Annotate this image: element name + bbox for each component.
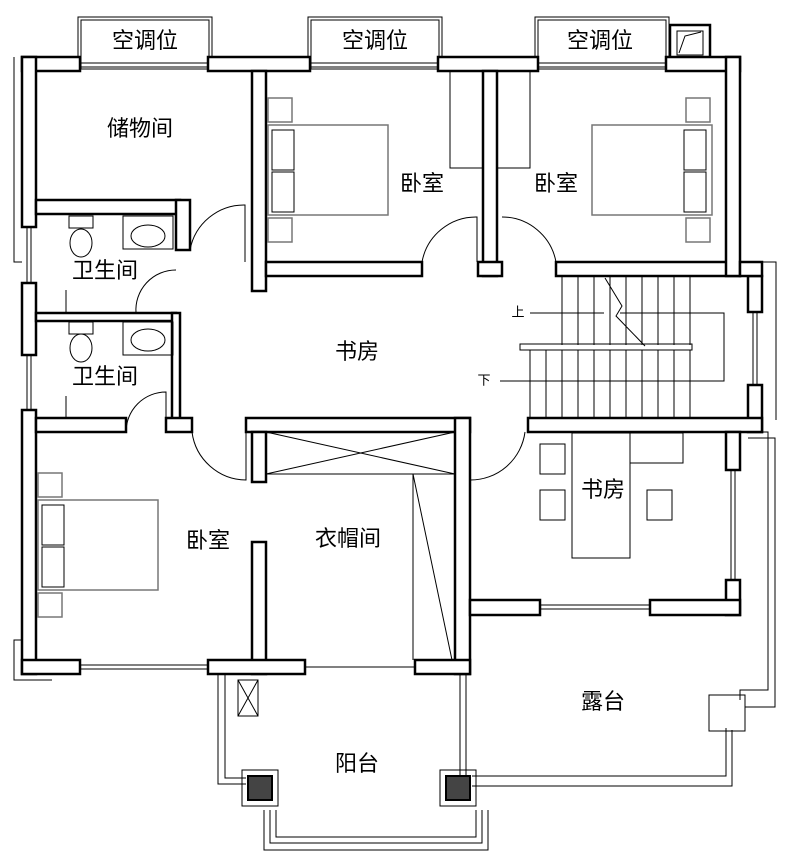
ac-position-label: 空调位 [342, 29, 408, 54]
flue-shaft [668, 23, 712, 61]
bed [37, 499, 159, 591]
bedroom-label: 卧室 [186, 529, 230, 554]
cloakroom-label: 衣帽间 [315, 527, 381, 552]
staircase [500, 276, 725, 418]
bedroom-label: 卧室 [400, 172, 444, 197]
storage-label: 储物间 [107, 117, 173, 142]
ac-position-label: 空调位 [112, 29, 178, 54]
bathroom-label: 卫生间 [72, 365, 138, 390]
bed [591, 124, 713, 216]
ac-position-label: 空调位 [567, 29, 633, 54]
pillar [445, 775, 471, 801]
windows [26, 62, 758, 670]
bedroom-label: 卧室 [534, 172, 578, 197]
walls [20, 55, 764, 676]
bathroom-label: 卫生间 [72, 259, 138, 284]
balcony-label: 阳台 [335, 752, 379, 777]
furniture [37, 70, 713, 717]
study-label: 书房 [335, 340, 379, 365]
stair-down-label: 下 [477, 374, 490, 389]
wardrobe [265, 431, 456, 661]
terrace-label: 露台 [581, 690, 625, 715]
break-line [604, 277, 646, 347]
doors [125, 204, 557, 481]
study-label: 书房 [581, 478, 625, 503]
stair-treads [500, 276, 725, 418]
handrail [519, 343, 693, 351]
bed [267, 124, 389, 216]
railings [13, 57, 777, 851]
pillar [247, 775, 273, 801]
stair-up-label: 上 [511, 306, 524, 321]
ac-platforms [77, 16, 670, 70]
